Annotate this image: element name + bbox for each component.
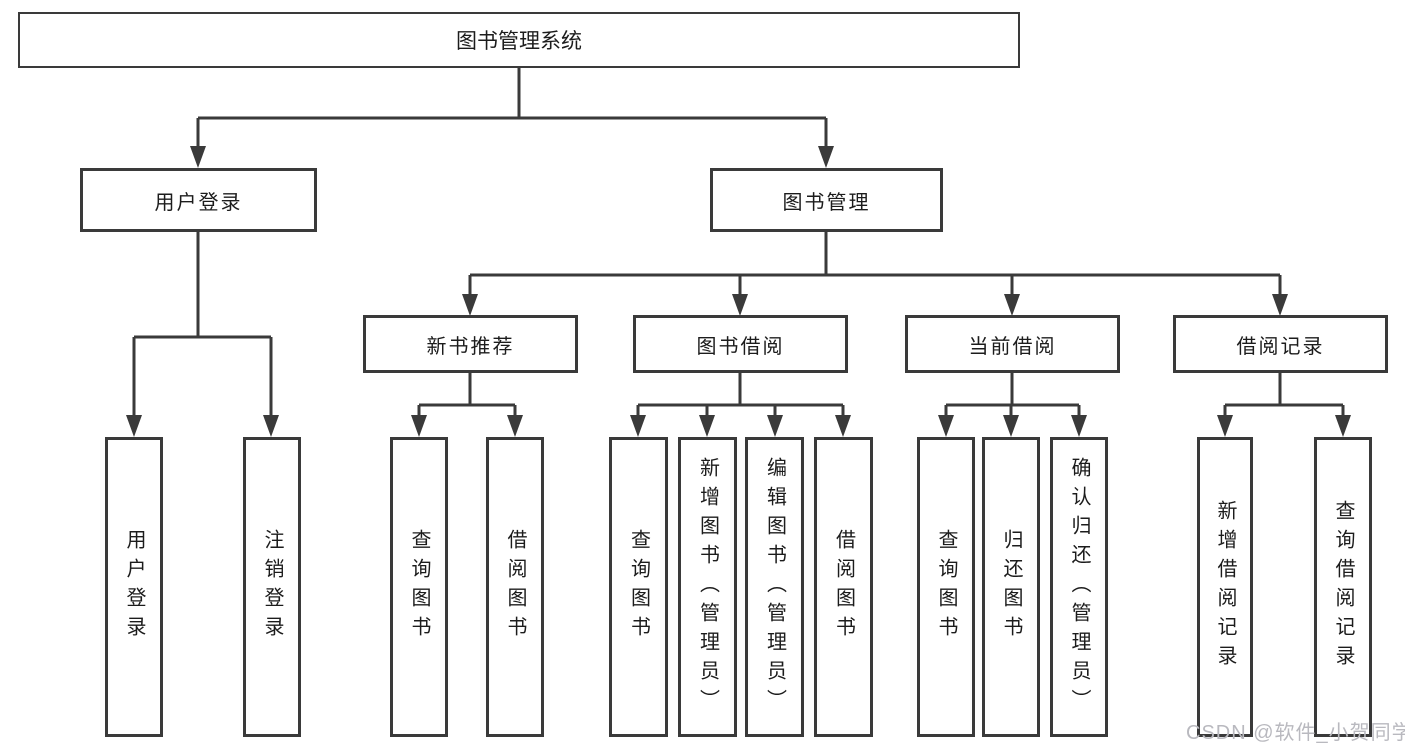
node-edit-books-admin: 编辑图书（管理员） [745,437,804,737]
node-label: 查询借阅记录 [1332,500,1354,674]
node-user-login-leaf: 用户登录 [105,437,163,737]
node-add-borrow-record: 新增借阅记录 [1197,437,1253,737]
node-new-book-recommendation: 新书推荐 [363,315,578,373]
node-label: 查询图书 [408,529,430,645]
node-label: 图书管理 [782,191,871,214]
node-query-books-3: 查询图书 [917,437,975,737]
node-label: 借阅记录 [1236,335,1325,358]
node-label: 图书借阅 [696,335,785,358]
node-library-management-system: 图书管理系统 [18,12,1020,68]
node-label: 查询图书 [935,529,957,645]
node-label: 确认归还（管理员） [1068,456,1090,718]
node-confirm-return-admin: 确认归还（管理员） [1050,437,1108,737]
node-query-books-2: 查询图书 [609,437,668,737]
node-current-borrowing: 当前借阅 [905,315,1120,373]
node-add-books-admin: 新增图书（管理员） [678,437,737,737]
node-label: 归还图书 [1000,529,1022,645]
node-label: 用户登录 [123,529,145,645]
node-book-borrowing: 图书借阅 [633,315,848,373]
node-label: 当前借阅 [968,335,1057,358]
node-borrow-books-2: 借阅图书 [814,437,873,737]
node-logout-leaf: 注销登录 [243,437,301,737]
node-label: 借阅图书 [832,529,855,645]
node-label: 编辑图书（管理员） [763,456,786,718]
node-query-books-1: 查询图书 [390,437,448,737]
node-borrow-books-1: 借阅图书 [486,437,544,737]
node-label: 用户登录 [154,191,243,214]
watermark-text: CSDN @软件_小贺同学 [1186,722,1405,744]
node-user-login: 用户登录 [80,168,317,232]
node-label: 新增图书（管理员） [696,456,719,718]
node-label: 新增借阅记录 [1214,500,1236,674]
node-label: 图书管理系统 [456,30,582,53]
node-label: 新书推荐 [426,335,515,358]
node-label: 注销登录 [261,529,283,645]
node-query-borrow-record: 查询借阅记录 [1314,437,1372,737]
node-book-management: 图书管理 [710,168,943,232]
node-return-books: 归还图书 [982,437,1040,737]
node-label: 借阅图书 [504,529,526,645]
node-borrowing-records: 借阅记录 [1173,315,1388,373]
node-label: 查询图书 [627,529,650,645]
